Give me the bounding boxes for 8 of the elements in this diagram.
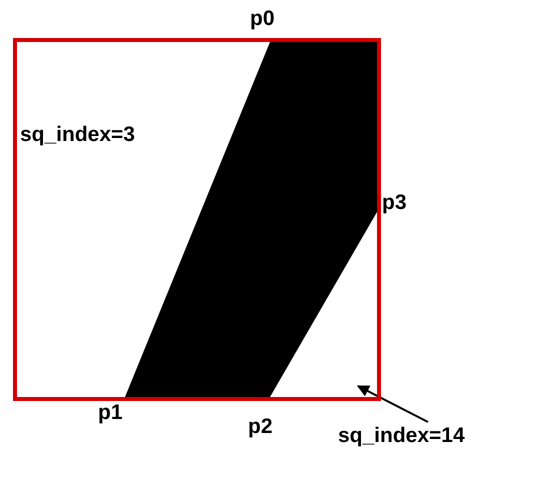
index-label: sq_index=3 [20,124,135,145]
corner-point-label: p1 [98,402,123,423]
square-outline [13,38,381,401]
corner-point-label: p0 [250,8,275,29]
corner-point-label: p3 [382,192,407,213]
corner-point-label: p2 [248,416,273,437]
arrow [356,385,428,423]
index-label: sq_index=14 [338,425,465,446]
